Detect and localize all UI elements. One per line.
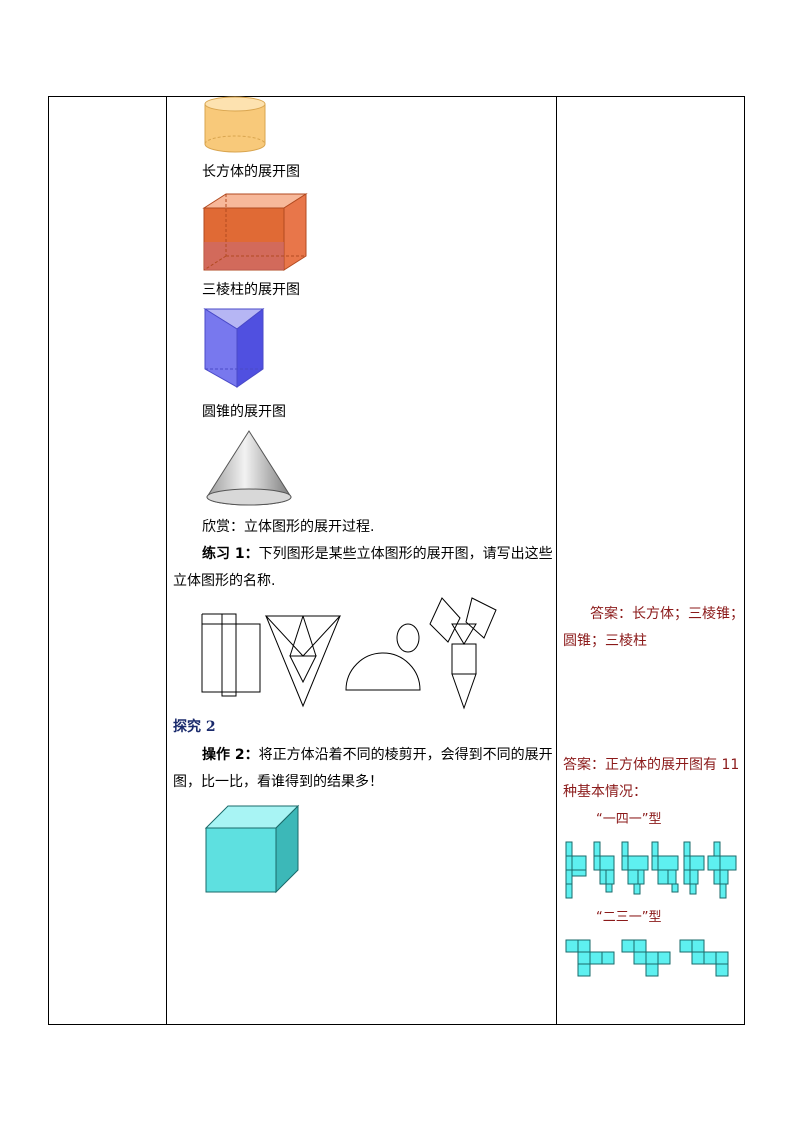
answer-2-line-2: 种基本情况：	[563, 784, 647, 800]
operation-2-line-1: 操作 2：将正方体沿着不同的棱剪开，会得到不同的展开	[202, 746, 553, 764]
cone-caption: 圆锥的展开图	[202, 404, 286, 420]
column-divider-2	[556, 97, 557, 1024]
triangular-prism-net-figure	[429, 597, 497, 710]
exercise-1-label: 练习 1：	[202, 546, 259, 562]
appreciate-text: 欣赏：立体图形的展开过程.	[202, 519, 375, 535]
column-divider-1	[166, 97, 167, 1024]
cuboid-net-figure	[201, 613, 261, 697]
type-231-label: “二三一”型	[596, 910, 662, 925]
triangular-pyramid-net-figure	[264, 615, 342, 708]
exercise-1-text-a: 下列图形是某些立体图形的展开图，请写出这些	[258, 546, 553, 562]
triangular-prism-figure	[203, 307, 265, 388]
operation-2-text-a: 将正方体沿着不同的棱剪开，会得到不同的展开	[258, 747, 553, 763]
cube-nets-231-figure	[565, 939, 729, 977]
operation-2-text-b: 图，比一比，看谁得到的结果多！	[173, 774, 383, 790]
type-141-label: “一四一”型	[596, 812, 662, 827]
cuboid-caption: 长方体的展开图	[202, 164, 300, 180]
answer-2-line-1: 答案：正方体的展开图有 11	[563, 757, 740, 773]
operation-2-label: 操作 2：	[202, 747, 259, 763]
cone-figure	[206, 430, 292, 506]
cuboid-figure	[202, 193, 308, 271]
cylinder-figure	[204, 96, 266, 153]
cube-nets-141-figure	[565, 841, 737, 899]
prism-caption: 三棱柱的展开图	[202, 282, 300, 298]
exercise-1-line-1: 练习 1：下列图形是某些立体图形的展开图，请写出这些	[202, 545, 553, 563]
answer-1-line-2: 圆锥；三棱柱	[563, 633, 647, 649]
explore-heading: 探究 2	[173, 719, 216, 735]
cube-figure	[204, 804, 300, 894]
answer-1-line-1: 答案：长方体；三棱锥；	[590, 606, 744, 622]
table-frame	[48, 96, 745, 1025]
cone-net-figure	[345, 623, 421, 691]
exercise-1-text-b: 立体图形的名称.	[173, 573, 276, 589]
